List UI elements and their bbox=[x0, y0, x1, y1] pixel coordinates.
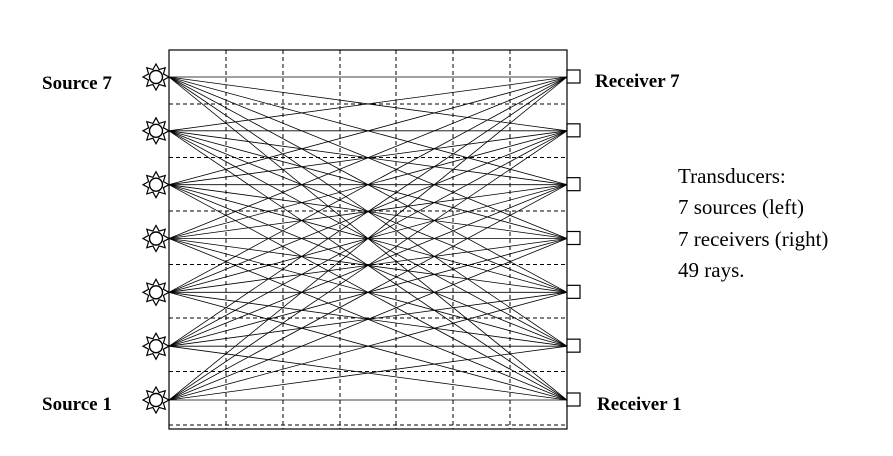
rays bbox=[168, 76, 568, 401]
source-5-sun-icon bbox=[141, 170, 171, 199]
grid bbox=[168, 49, 568, 430]
ray-s7-r4 bbox=[168, 76, 568, 239]
grid-frame bbox=[168, 49, 568, 430]
sun-core bbox=[148, 338, 164, 354]
note-line-3: 7 receivers (right) bbox=[678, 227, 828, 251]
receiver-5-square-icon bbox=[566, 177, 581, 192]
ray-s7-r3 bbox=[168, 76, 568, 293]
receiver-7-label: Receiver 7 bbox=[595, 71, 680, 92]
receiver-1-square-icon bbox=[566, 392, 581, 407]
source-1-sun-icon bbox=[141, 385, 171, 415]
source-7-label: Source 7 bbox=[42, 73, 112, 94]
sun-core bbox=[148, 123, 164, 139]
source-4-sun-icon bbox=[141, 224, 171, 253]
receiver-3-square-icon bbox=[566, 284, 581, 299]
note-line-2: 7 sources (left) bbox=[678, 195, 804, 219]
ray-s5-r1 bbox=[168, 184, 568, 401]
source-3-sun-icon bbox=[141, 278, 171, 307]
sources bbox=[141, 62, 171, 415]
sun-core bbox=[148, 285, 164, 300]
sun-core bbox=[148, 69, 164, 85]
ray-s7-r6 bbox=[168, 76, 568, 132]
receiver-4-square-icon bbox=[566, 230, 581, 246]
ray-s4-r1 bbox=[168, 238, 568, 401]
receiver-6-square-icon bbox=[566, 123, 581, 138]
note-line-4: 49 rays. bbox=[678, 258, 745, 282]
source-1-label: Source 1 bbox=[42, 394, 112, 415]
source-6-sun-icon bbox=[141, 116, 171, 146]
ray-s7-r1 bbox=[168, 76, 568, 401]
receivers bbox=[566, 69, 581, 407]
receiver-7-square-icon bbox=[566, 69, 581, 84]
receiver-1-label: Receiver 1 bbox=[597, 394, 682, 415]
source-7-sun-icon bbox=[141, 62, 171, 92]
sun-core bbox=[148, 231, 164, 246]
ray-s3-r1 bbox=[168, 291, 568, 401]
sun-core bbox=[148, 392, 164, 408]
sun-core bbox=[148, 177, 164, 192]
receiver-2-square-icon bbox=[566, 338, 581, 353]
ray-s2-r1 bbox=[168, 345, 568, 401]
ray-s7-r5 bbox=[168, 76, 568, 186]
ray-s6-r1 bbox=[168, 130, 568, 401]
ray-s7-r2 bbox=[168, 76, 568, 347]
source-2-sun-icon bbox=[141, 331, 171, 361]
note-line-1: Transducers: bbox=[678, 164, 786, 188]
